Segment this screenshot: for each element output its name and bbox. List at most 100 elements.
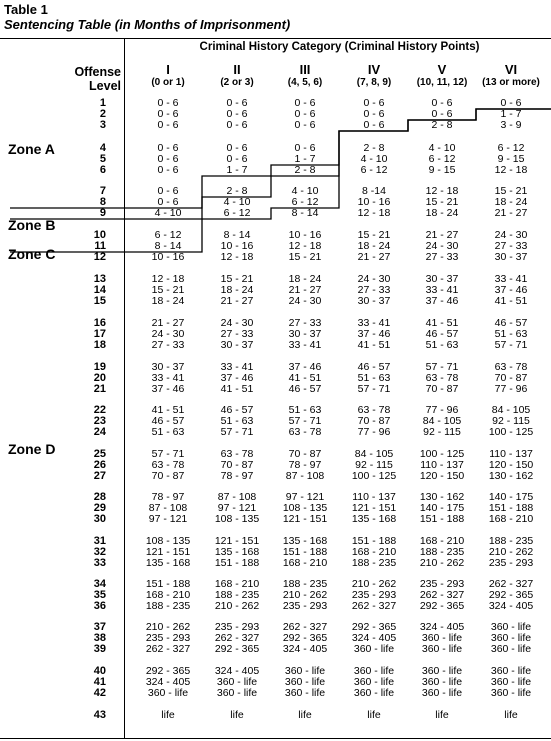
table-cell: 110 - 137 (352, 491, 396, 503)
offense-level-number: 36 (93, 600, 106, 612)
offense-level-number: 29 (93, 502, 106, 514)
table-cell: 168 - 210 (488, 513, 534, 525)
table-cell: 360 - life (490, 687, 532, 699)
table-cell: 108 - 135 (282, 502, 328, 514)
offense-level-number: 34 (93, 578, 106, 590)
table-cell: 151 - 188 (488, 502, 534, 514)
table-cell: 63 - 78 (494, 361, 528, 373)
table-cell: 151 - 188 (351, 535, 397, 547)
table-cell: 12 - 18 (494, 164, 528, 176)
table-cell: 18 - 24 (288, 273, 322, 285)
table-cell: 0 - 6 (157, 153, 179, 165)
table-cell: 108 - 135 (145, 535, 191, 547)
table-cell: 77 - 96 (425, 404, 459, 416)
table-cell: 121 - 151 (214, 535, 260, 547)
table-label: Table 1 (4, 2, 48, 17)
offense-level-number: 31 (93, 535, 106, 547)
table-cell: 24 - 30 (220, 317, 254, 329)
table-cell: 24 - 30 (425, 240, 459, 252)
table-cell: 6 - 12 (360, 164, 388, 176)
table-cell: 21 - 27 (151, 317, 185, 329)
table-cell: 235 - 293 (351, 589, 397, 601)
table-cell: 6 - 12 (291, 196, 319, 208)
table-cell: 0 - 6 (226, 153, 248, 165)
table-cell: 87 - 108 (217, 491, 257, 503)
table-cell: 360 - life (353, 676, 395, 688)
table-cell: 12 - 18 (357, 207, 391, 219)
table-cell: 360 - life (490, 621, 532, 633)
offense-level-number: 38 (93, 632, 106, 644)
table-cell: 140 - 175 (488, 491, 534, 503)
column-points: (10, 11, 12) (416, 77, 468, 88)
table-cell: life (435, 709, 449, 721)
table-cell: 360 - life (216, 687, 258, 699)
offense-level-number: 4 (99, 142, 106, 154)
table-cell: 135 - 168 (214, 546, 260, 558)
offense-level-header-line2: Level (89, 79, 121, 93)
table-cell: 24 - 30 (357, 273, 391, 285)
table-cell: 292 - 365 (282, 632, 328, 644)
offense-level-number: 24 (93, 426, 106, 438)
table-cell: 188 - 235 (419, 546, 465, 558)
table-cell: 0 - 6 (363, 97, 385, 109)
table-cell: 18 - 24 (425, 207, 459, 219)
table-cell: 15 - 21 (288, 251, 322, 263)
zone-a-boundary (10, 108, 551, 209)
table-cell: 33 - 41 (288, 339, 322, 351)
offense-level-number: 15 (93, 295, 106, 307)
table-cell: 292 - 365 (351, 621, 397, 633)
table-cell: 0 - 6 (157, 164, 179, 176)
table-cell: 0 - 6 (226, 108, 248, 120)
table-cell: 0 - 6 (431, 97, 453, 109)
bottom-rule (0, 738, 551, 739)
table-cell: 37 - 46 (288, 361, 322, 373)
table-cell: 292 - 365 (419, 600, 465, 612)
table-cell: 21 - 27 (425, 229, 459, 241)
table-cell: 0 - 6 (226, 97, 248, 109)
table-cell: 57 - 71 (151, 448, 185, 460)
table-cell: 30 - 37 (494, 251, 528, 263)
table-cell: 135 - 168 (145, 557, 191, 569)
table-cell: 235 - 293 (214, 621, 260, 633)
table-cell: 135 - 168 (282, 535, 328, 547)
table-cell: 121 - 151 (351, 502, 397, 514)
column-numeral: II (233, 62, 241, 77)
table-cell: 12 - 18 (220, 251, 254, 263)
table-cell: 188 - 235 (282, 578, 328, 590)
table-cell: 360 - life (284, 676, 326, 688)
table-cell: 360 - life (284, 665, 326, 677)
table-cell: 0 - 6 (157, 185, 179, 197)
table-cell: 57 - 71 (357, 383, 391, 395)
column-points: (2 or 3) (220, 77, 254, 88)
table-cell: 2 - 8 (294, 164, 316, 176)
table-cell: 292 - 365 (145, 665, 191, 677)
offense-level-number: 25 (93, 448, 106, 460)
table-cell: 24 - 30 (288, 295, 322, 307)
table-cell: 70 - 87 (425, 383, 459, 395)
table-cell: 324 - 405 (214, 665, 260, 677)
table-cell: 37 - 46 (357, 328, 391, 340)
table-cell: 10 - 16 (151, 251, 185, 263)
table-cell: 120 - 150 (419, 470, 465, 482)
table-cell: 0 - 6 (500, 97, 522, 109)
zone-label: Zone A (8, 141, 55, 157)
table-cell: 360 - life (353, 687, 395, 699)
table-cell: 12 - 18 (288, 240, 322, 252)
table-cell: 2 - 8 (226, 185, 248, 197)
table-cell: 92 - 115 (423, 426, 461, 438)
table-cell: life (230, 709, 244, 721)
column-numeral: VI (504, 62, 518, 77)
table-cell: 46 - 57 (151, 415, 185, 427)
table-cell: 262 - 327 (419, 589, 465, 601)
table-cell: 18 - 24 (494, 196, 528, 208)
table-cell: 0 - 6 (157, 119, 179, 131)
table-cell: 30 - 37 (288, 328, 322, 340)
table-cell: 4 - 10 (223, 196, 251, 208)
table-cell: 57 - 71 (425, 361, 459, 373)
table-cell: 70 - 87 (151, 470, 185, 482)
table-cell: 41 - 51 (357, 339, 391, 351)
offense-level-number: 16 (93, 317, 106, 329)
offense-level-header-line1: Offense (74, 65, 121, 79)
table-cell: 168 - 210 (419, 535, 465, 547)
column-numeral: V (437, 62, 447, 77)
